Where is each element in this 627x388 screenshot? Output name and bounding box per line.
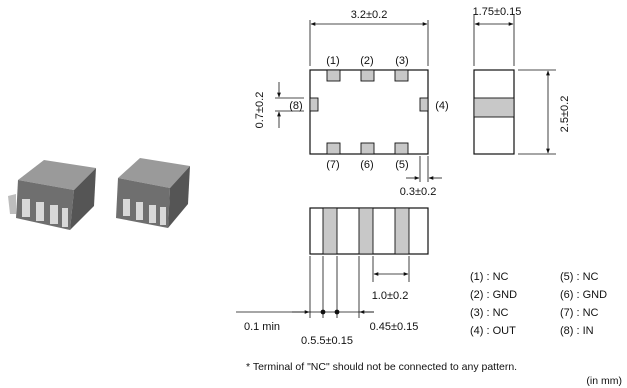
package-photo-left: [8, 160, 96, 230]
pad-6: [360, 142, 375, 155]
note-text: * Terminal of "NC" should not be connect…: [246, 361, 517, 373]
pin-label-3: (3): [395, 55, 408, 67]
dim-width: 2.5±0.2: [559, 96, 571, 133]
pad-5: [394, 142, 409, 155]
land-3: [394, 207, 410, 255]
unit-label: (in mm): [586, 375, 622, 387]
pin-label-7: (7): [326, 159, 339, 171]
legend-pin-4: (4) : OUT: [470, 325, 516, 337]
legend-pin-6: (6) : GND: [560, 289, 607, 301]
pin-label-5: (5): [395, 159, 408, 171]
legend-pin-5: (5) : NC: [560, 271, 599, 283]
pad-7: [326, 142, 341, 155]
dim-end-pad: 0.7±0.2: [254, 92, 266, 129]
legend-pin-8: (8) : IN: [560, 325, 594, 337]
pad-3: [394, 69, 409, 82]
legend-pin-2: (2) : GND: [470, 289, 517, 301]
dim-pitch: 0.5.5±0.15: [301, 335, 353, 347]
pin-label-8: (8): [289, 100, 302, 112]
dim-length: 3.2±0.2: [351, 9, 388, 21]
dim-dot: [320, 309, 326, 315]
dim-land-width: 1.0±0.2: [372, 290, 409, 302]
legend-pin-3: (3) : NC: [470, 307, 509, 319]
dim-pad-width: 0.3±0.2: [400, 186, 437, 198]
bottom-view: 1.0±0.2 0.1 min 0.5.5±0.15 0.45±0.15: [236, 207, 429, 347]
pin-label-2: (2): [360, 55, 373, 67]
package-photo-right: [116, 158, 190, 228]
pin-legend: (1) : NC (2) : GND (3) : NC (4) : OUT (5…: [470, 271, 607, 337]
land-1: [322, 207, 338, 255]
legend-pin-1: (1) : NC: [470, 271, 509, 283]
dim-dot: [334, 309, 340, 315]
land-2: [358, 207, 374, 255]
top-view: (1) (2) (3) (7) (6) (5) (8) (4) 3.2±0.2 …: [254, 9, 449, 198]
pin-label-4: (4): [435, 100, 448, 112]
pad-8: [309, 97, 319, 112]
pin-label-6: (6): [360, 159, 373, 171]
pad-1: [326, 69, 341, 82]
pin-label-1: (1): [326, 55, 339, 67]
legend-pin-7: (7) : NC: [560, 307, 599, 319]
dim-thickness: 1.75±0.15: [473, 6, 522, 18]
pad-4: [419, 97, 429, 112]
side-view: 1.75±0.15 2.5±0.2: [473, 6, 571, 155]
dim-gap: 0.45±0.15: [370, 321, 419, 333]
dim-edge: 0.1 min: [244, 321, 280, 333]
pad-2: [360, 69, 375, 82]
